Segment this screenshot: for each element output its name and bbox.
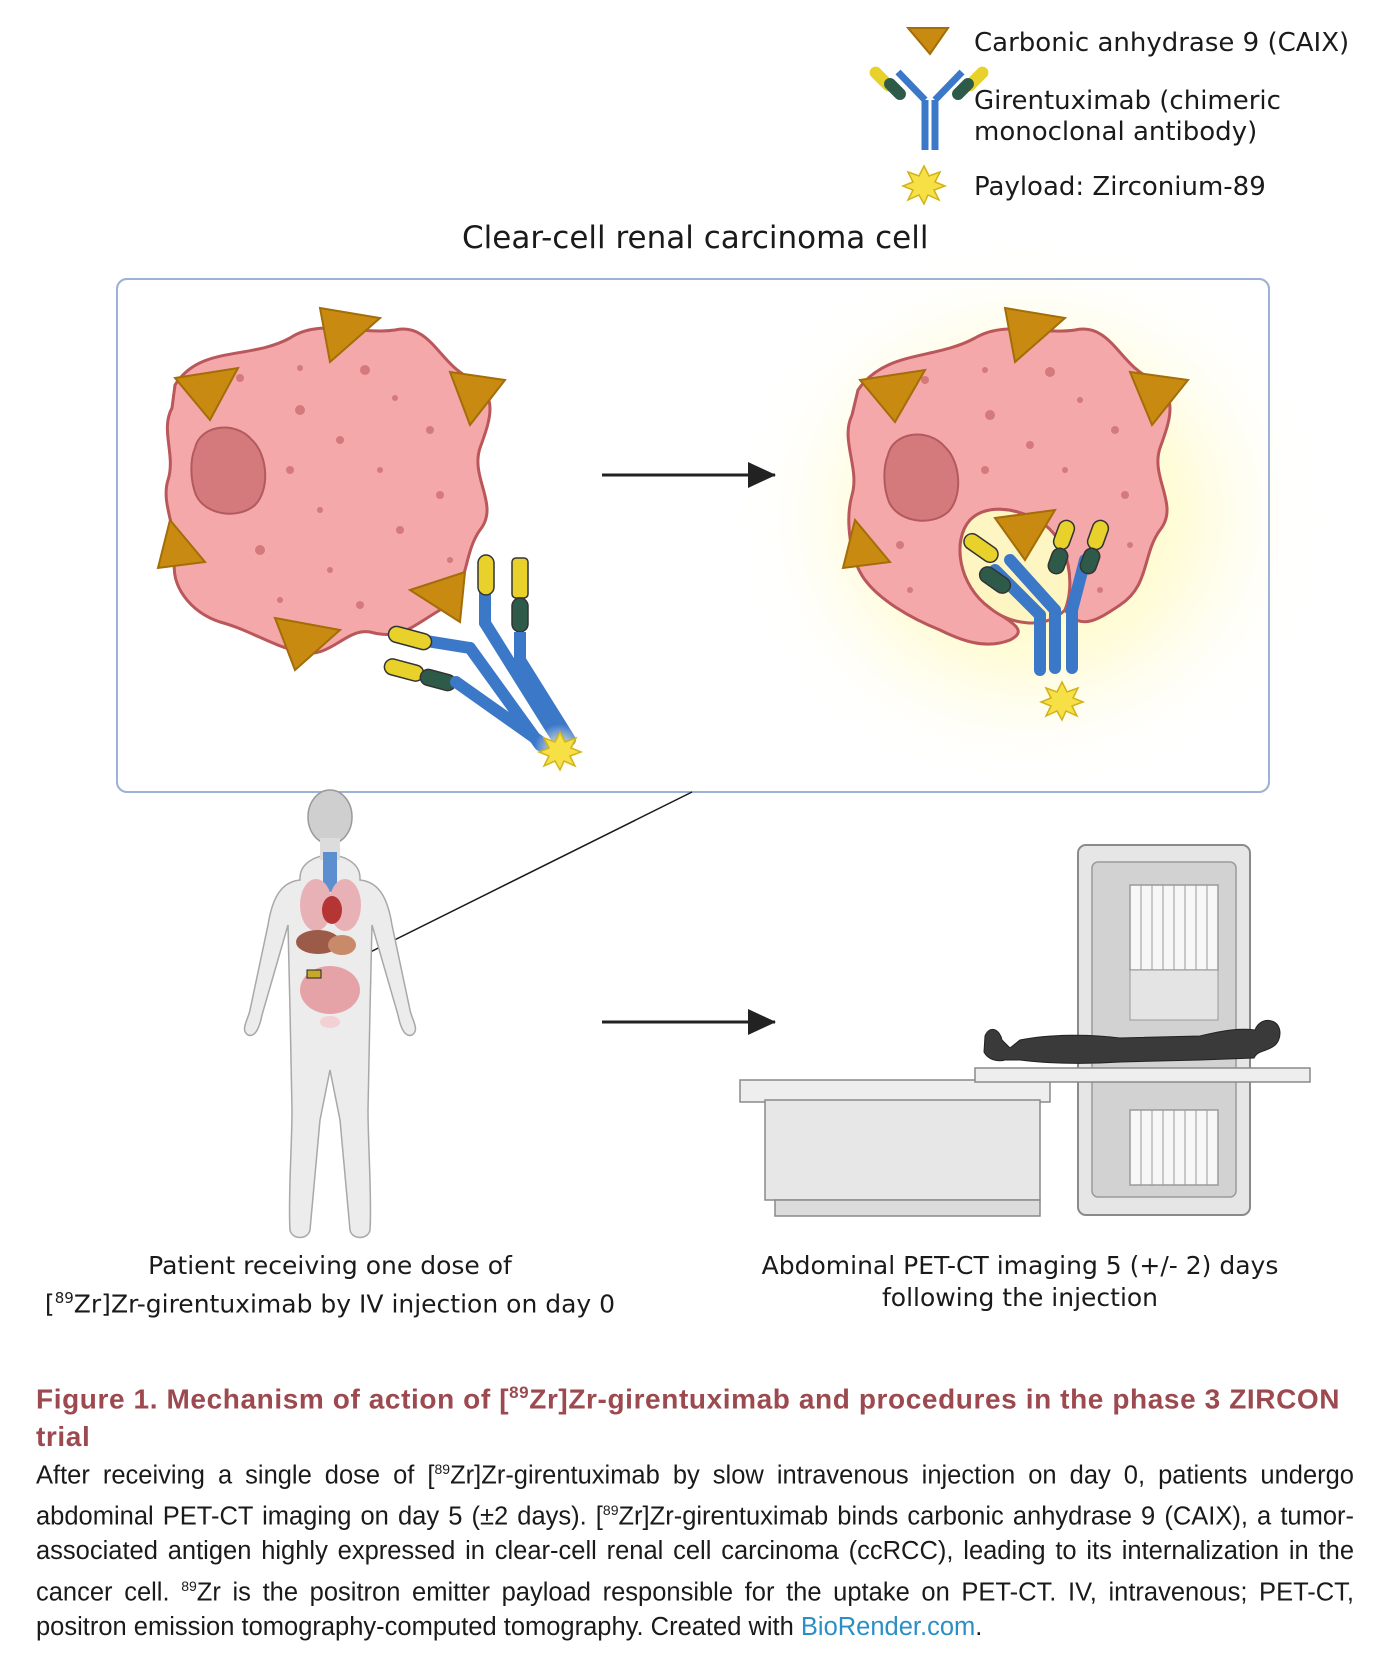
pet-ct-scanner bbox=[739, 844, 1311, 1217]
patient-step-line1: Patient receiving one dose of bbox=[148, 1251, 512, 1280]
figure-caption-title: Figure 1. Mechanism of action of [89Zr]Z… bbox=[36, 1383, 1341, 1453]
biorender-link[interactable]: BioRender.com bbox=[800, 1612, 976, 1641]
antibody-legend-icon bbox=[869, 66, 989, 150]
patient-lying-silhouette bbox=[983, 1019, 1281, 1064]
nucleus bbox=[190, 426, 267, 515]
cancer-cell-before bbox=[156, 306, 507, 672]
patient-figure bbox=[243, 789, 417, 1239]
caix-antigens-left bbox=[156, 306, 507, 672]
caix-legend-icon bbox=[905, 27, 950, 56]
cancer-cell-after bbox=[841, 306, 1190, 646]
nucleus bbox=[883, 433, 960, 522]
legend bbox=[869, 27, 989, 208]
imaging-step-line1: Abdominal PET-CT imaging 5 (+/- 2) days bbox=[761, 1251, 1279, 1280]
caix-legend-label: Carbonic anhydrase 9 (CAIX) bbox=[974, 28, 1350, 58]
payload-legend-label: Payload: Zirconium-89 bbox=[974, 172, 1266, 202]
panel-title: Clear-cell renal carcinoma cell bbox=[462, 220, 929, 256]
girentuximab-antibody-internalized bbox=[963, 519, 1110, 726]
zirconium-payload-legend-icon bbox=[900, 160, 948, 208]
antibody-legend-label-line2: monoclonal antibody) bbox=[974, 117, 1258, 147]
antibody-legend-label-line1: Girentuximab (chimeric bbox=[974, 86, 1281, 116]
patient-step-caption: Patient receiving one dose of [89Zr]Zr-g… bbox=[40, 1250, 620, 1320]
imaging-step-line2: following the injection bbox=[881, 1283, 1159, 1312]
girentuximab-antibody-left bbox=[383, 554, 586, 776]
figure-caption-body: After receiving a single dose of [89Zr]Z… bbox=[36, 1461, 1354, 1641]
imaging-step-caption: Abdominal PET-CT imaging 5 (+/- 2) days … bbox=[730, 1250, 1310, 1314]
patient-step-line2: [89Zr]Zr-girentuximab by IV injection on… bbox=[44, 1289, 616, 1319]
caix-antigens-right bbox=[841, 306, 1190, 570]
